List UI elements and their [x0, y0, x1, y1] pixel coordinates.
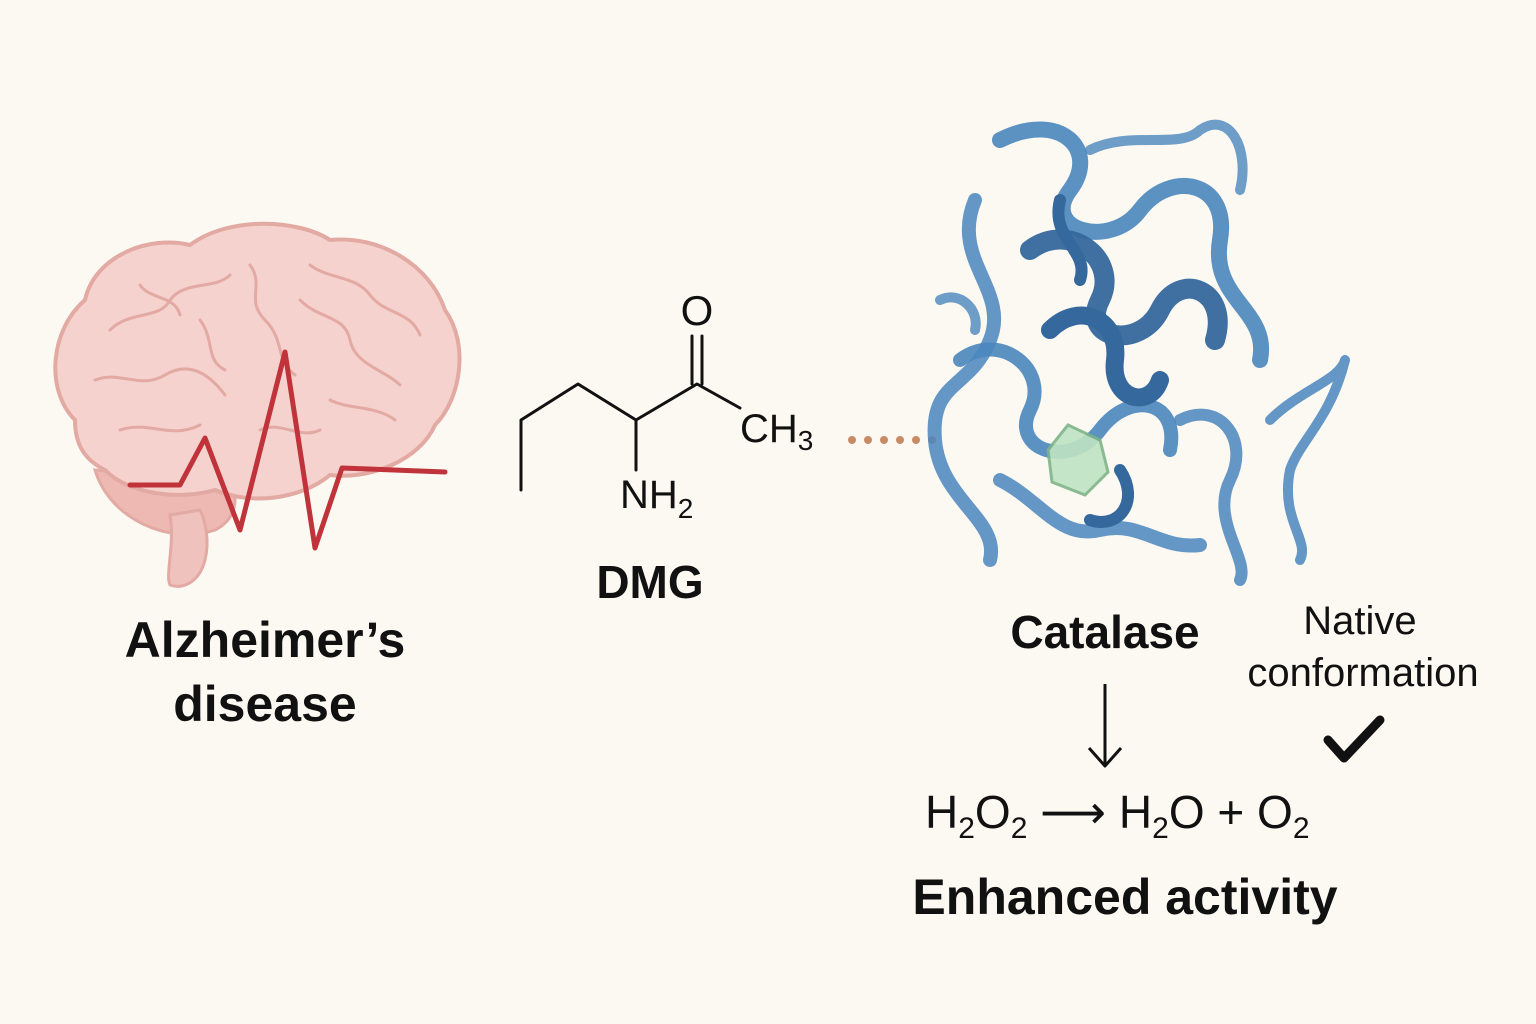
product-h2o: H2O	[1118, 786, 1205, 846]
reaction-arrow: ⟶	[1040, 786, 1107, 838]
down-arrow-icon	[1087, 684, 1123, 768]
disease-label-line1: Alzheimer’s	[124, 612, 406, 668]
enzyme-label: Catalase	[1010, 606, 1200, 658]
brain-folds	[93, 263, 422, 435]
native-label-line2: conformation	[1247, 651, 1479, 695]
result-label: Enhanced activity	[912, 869, 1338, 925]
brain-stem	[167, 508, 209, 588]
native-label-line1: Native	[1303, 599, 1417, 643]
product-o2: O2	[1257, 786, 1310, 846]
check-icon	[1323, 715, 1385, 763]
plus-sign: +	[1217, 786, 1245, 838]
methyl-group: CH3	[740, 407, 813, 456]
ekg-trace	[127, 349, 448, 551]
dmg-label: DMG	[596, 556, 704, 608]
active-site-hexagon	[1046, 423, 1110, 497]
dmg-bonds	[519, 334, 742, 492]
reaction-equation: H2O2 ⟶ H2O + O2	[925, 782, 1325, 846]
oxygen-atom: O	[681, 287, 714, 334]
disease-label-line2: disease	[173, 676, 357, 732]
dmg-structure: O CH3 NH2	[519, 287, 813, 524]
brain-icon	[53, 221, 462, 588]
ribbon-strands	[927, 119, 1350, 586]
protein-ribbon-icon	[927, 119, 1350, 586]
amine-group: NH2	[620, 473, 693, 524]
reactant-h2o2: H2O2	[925, 786, 1028, 846]
